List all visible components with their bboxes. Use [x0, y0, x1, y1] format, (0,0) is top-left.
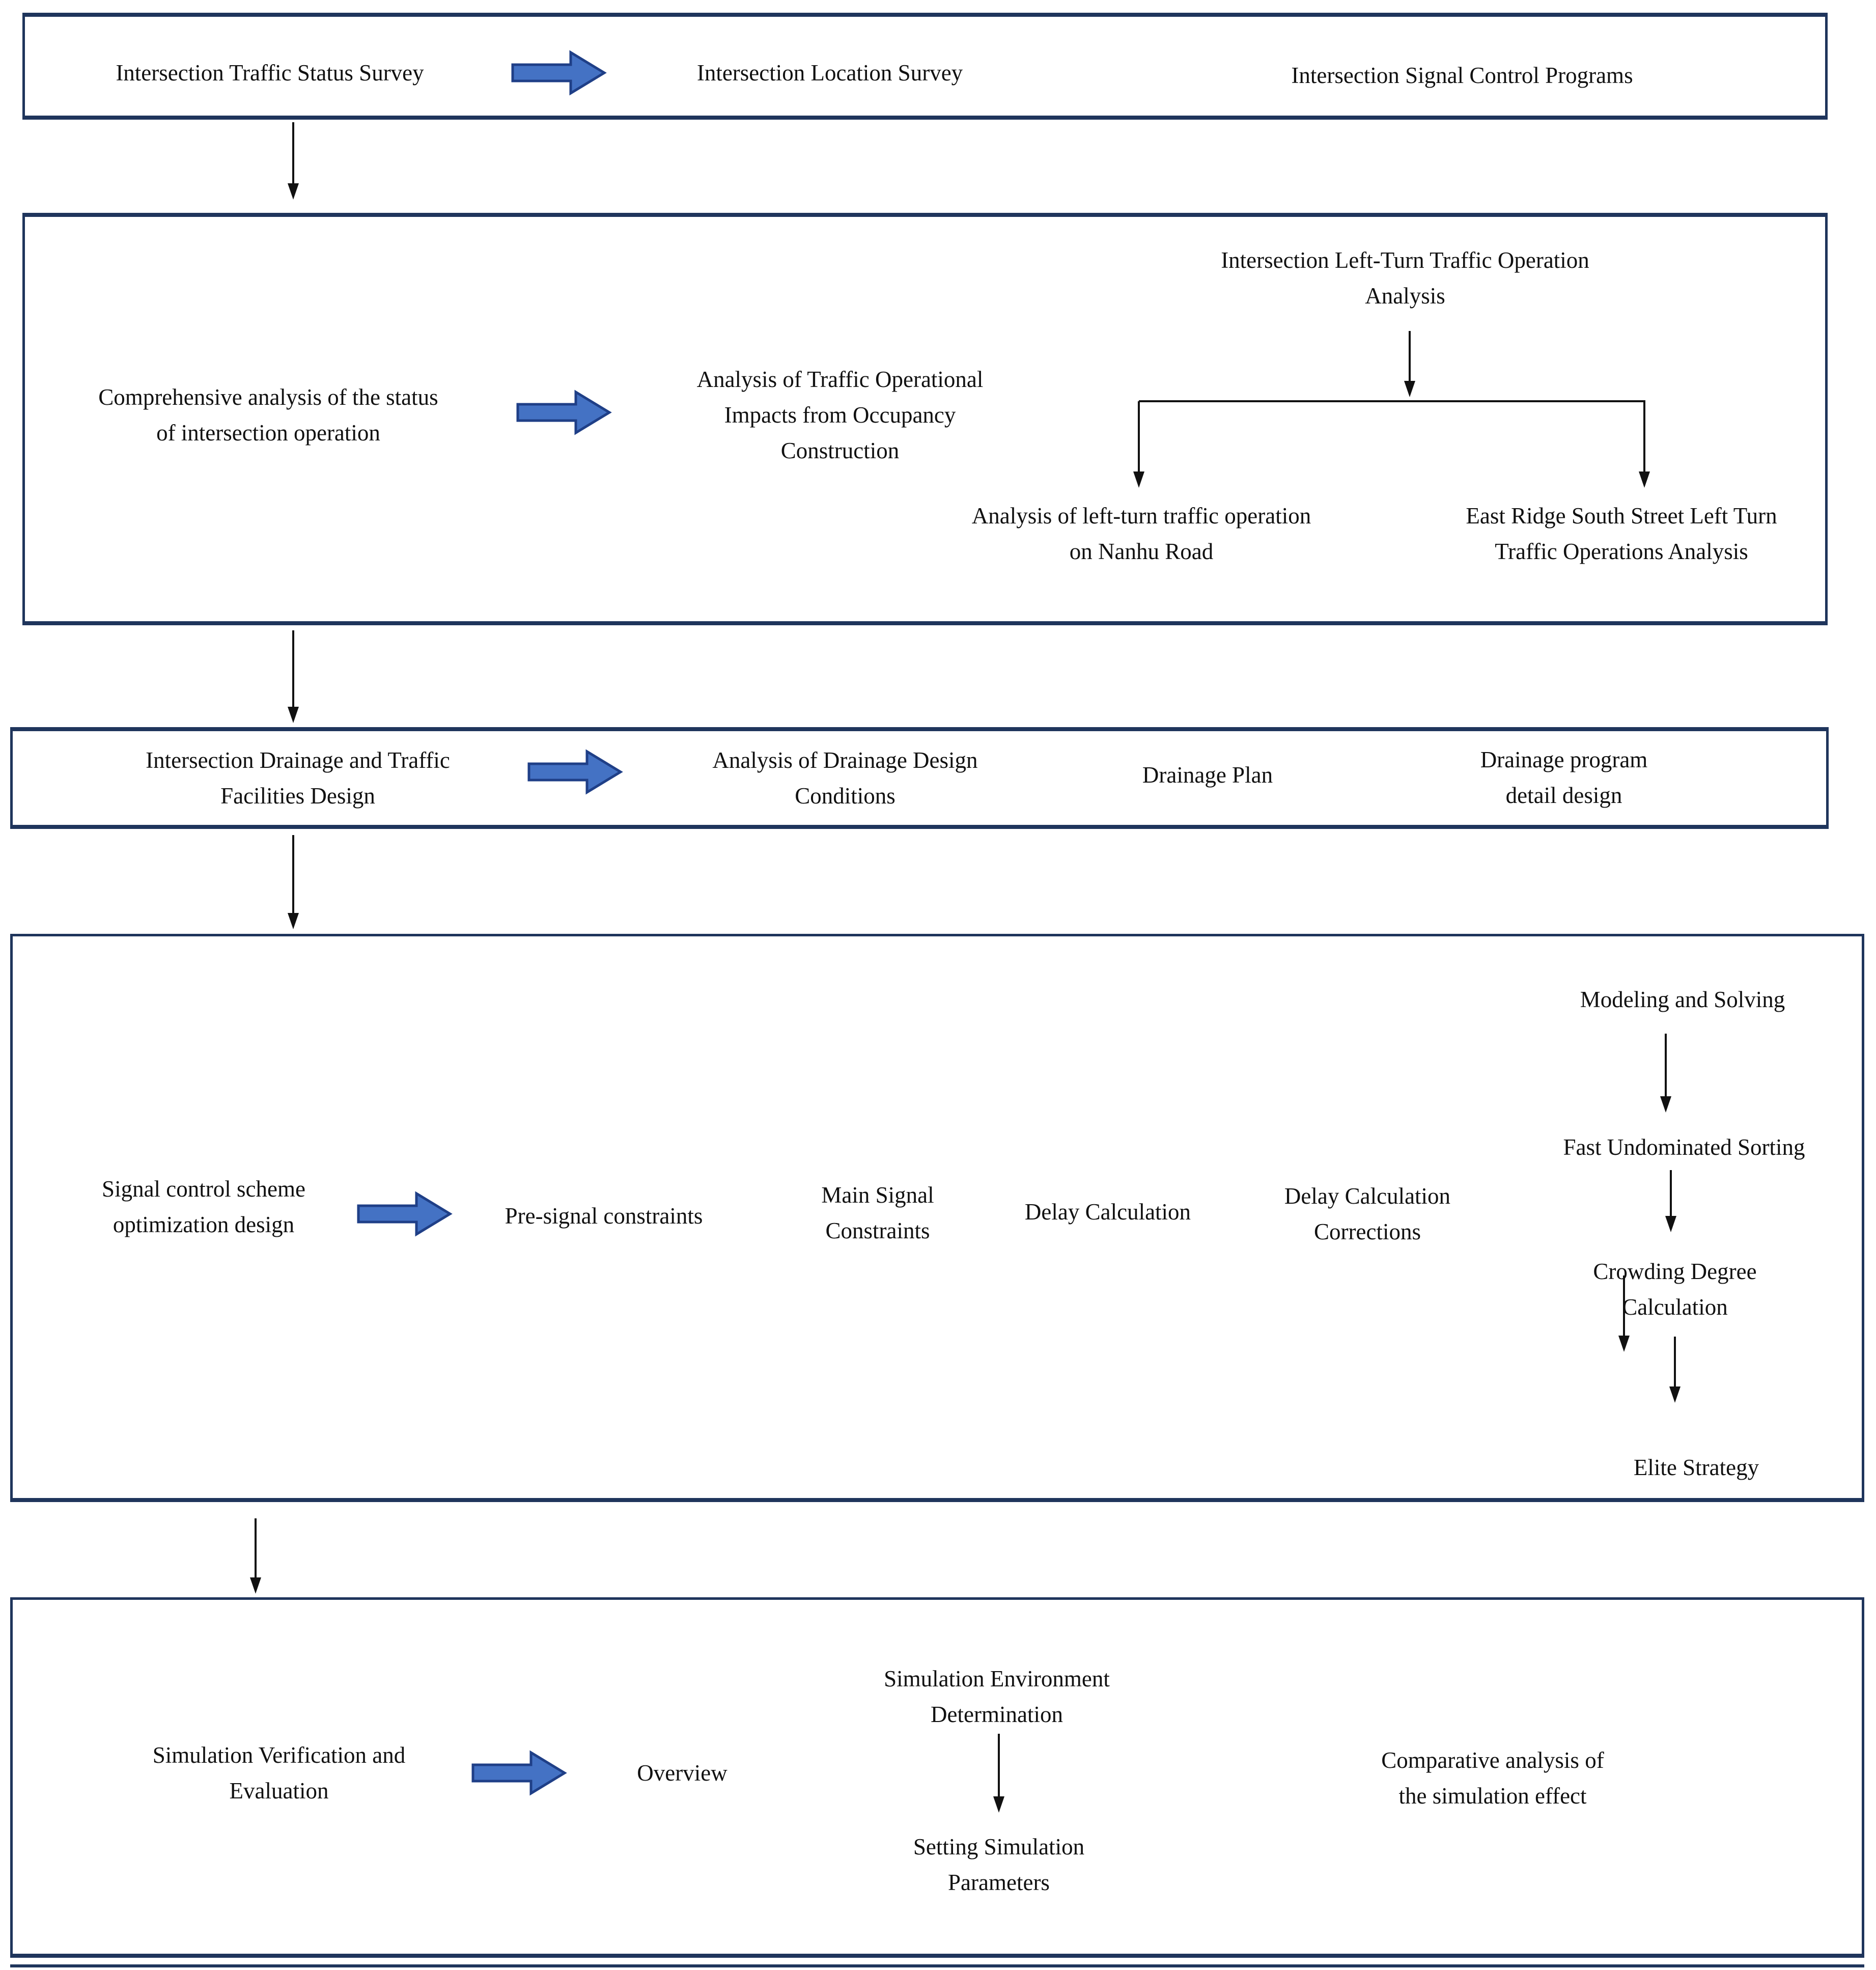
stage-box-survey: [22, 13, 1828, 120]
down-arrow-icon: [1131, 401, 1146, 488]
node-nanhu-road-left-turn: Analysis of left-turn traffic operation …: [971, 503, 1311, 564]
node-simulation-environment-determination: Simulation Environment Determination: [884, 1666, 1110, 1727]
down-arrow-icon: [1658, 1034, 1673, 1113]
flow-arrow-icon: [516, 389, 612, 436]
down-arrow-icon: [991, 1734, 1006, 1813]
stage-box-simulation: [10, 1597, 1864, 1958]
down-arrow-icon: [1637, 401, 1652, 488]
node-east-ridge-left-turn: East Ridge South Street Left Turn Traffi…: [1466, 503, 1777, 564]
node-setting-simulation-parameters: Setting Simulation Parameters: [913, 1834, 1085, 1895]
down-arrow-icon: [286, 835, 301, 929]
node-left-turn-operation-analysis: Intersection Left-Turn Traffic Operation…: [1221, 247, 1589, 309]
flow-arrow-icon: [511, 49, 607, 96]
node-main-signal-constraints: Main Signal Constraints: [821, 1182, 934, 1243]
down-arrow-icon: [1663, 1170, 1678, 1232]
node-simulation-verification-evaluation: Simulation Verification and Evaluation: [152, 1742, 406, 1803]
node-modeling-and-solving: Modeling and Solving: [1580, 987, 1785, 1012]
node-delay-calculation-corrections: Delay Calculation Corrections: [1284, 1183, 1451, 1244]
node-drainage-design-conditions: Analysis of Drainage Design Conditions: [712, 747, 978, 809]
node-intersection-traffic-status-survey: Intersection Traffic Status Survey: [116, 60, 424, 86]
node-intersection-signal-control-programs: Intersection Signal Control Programs: [1291, 63, 1633, 88]
node-pre-signal-constraints: Pre-signal constraints: [505, 1203, 703, 1229]
node-comparative-analysis-simulation-effect: Comparative analysis of the simulation e…: [1381, 1747, 1604, 1809]
node-occupancy-construction-impacts: Analysis of Traffic Operational Impacts …: [696, 367, 984, 463]
down-arrow-icon: [1667, 1337, 1683, 1403]
node-drainage-plan: Drainage Plan: [1142, 762, 1273, 788]
node-overview: Overview: [637, 1760, 727, 1786]
node-crowding-degree-calculation: Crowding Degree Calculation: [1593, 1259, 1757, 1320]
node-signal-control-optimization: Signal control scheme optimization desig…: [102, 1176, 305, 1237]
down-arrow-icon: [1402, 331, 1417, 397]
flow-arrow-icon: [527, 748, 624, 795]
down-arrow-icon: [1616, 1275, 1632, 1352]
node-drainage-program-detail-design: Drainage program detail design: [1480, 747, 1648, 808]
down-arrow-icon: [248, 1518, 263, 1594]
flow-arrow-icon: [471, 1750, 568, 1796]
node-intersection-location-survey: Intersection Location Survey: [696, 60, 963, 86]
node-delay-calculation: Delay Calculation: [1024, 1199, 1191, 1225]
down-arrow-icon: [286, 630, 301, 723]
stage-box-drainage-design: [10, 727, 1829, 829]
node-drainage-facilities-design: Intersection Drainage and Traffic Facili…: [146, 747, 450, 809]
branch-line: [1139, 400, 1645, 402]
stage-box-signal-optimization: [10, 934, 1864, 1502]
node-elite-strategy: Elite Strategy: [1633, 1455, 1759, 1480]
node-fast-undominated-sorting: Fast Undominated Sorting: [1563, 1134, 1805, 1160]
node-comprehensive-status-analysis: Comprehensive analysis of the status of …: [98, 384, 438, 446]
down-arrow-icon: [286, 122, 301, 200]
flow-arrow-icon: [356, 1190, 453, 1237]
stage-box-status-analysis: [22, 213, 1828, 625]
page-bottom-rule: [10, 1964, 1864, 1967]
